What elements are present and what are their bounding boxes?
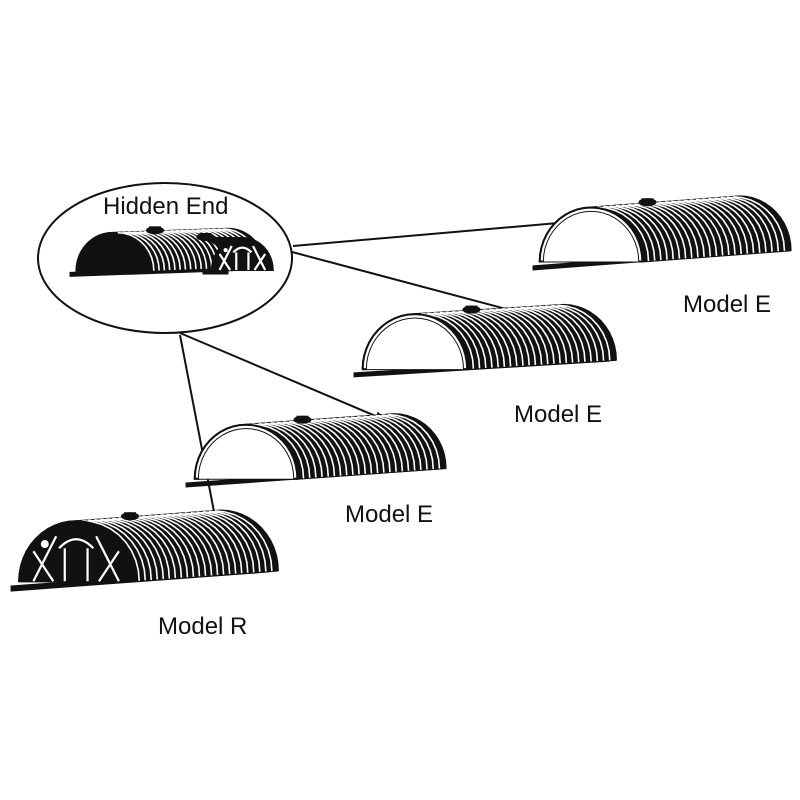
model-e-chamber-middle <box>353 303 617 378</box>
model-e-label-near: Model E <box>345 501 434 528</box>
connector-arrow-model-r <box>179 334 220 523</box>
connector-line-middle <box>291 251 541 319</box>
model-r-label: Model R <box>158 613 248 640</box>
hidden-end-label: Hidden End <box>103 193 229 220</box>
hidden-end-chamber <box>69 226 274 277</box>
model-e-chamber-near <box>185 413 447 488</box>
model-e-chamber-far <box>532 195 792 271</box>
model-e-label-far: Model E <box>683 291 772 318</box>
model-r-chamber <box>10 509 279 592</box>
connector-arrow-near <box>179 332 386 421</box>
model-e-label-middle: Model E <box>514 401 603 428</box>
